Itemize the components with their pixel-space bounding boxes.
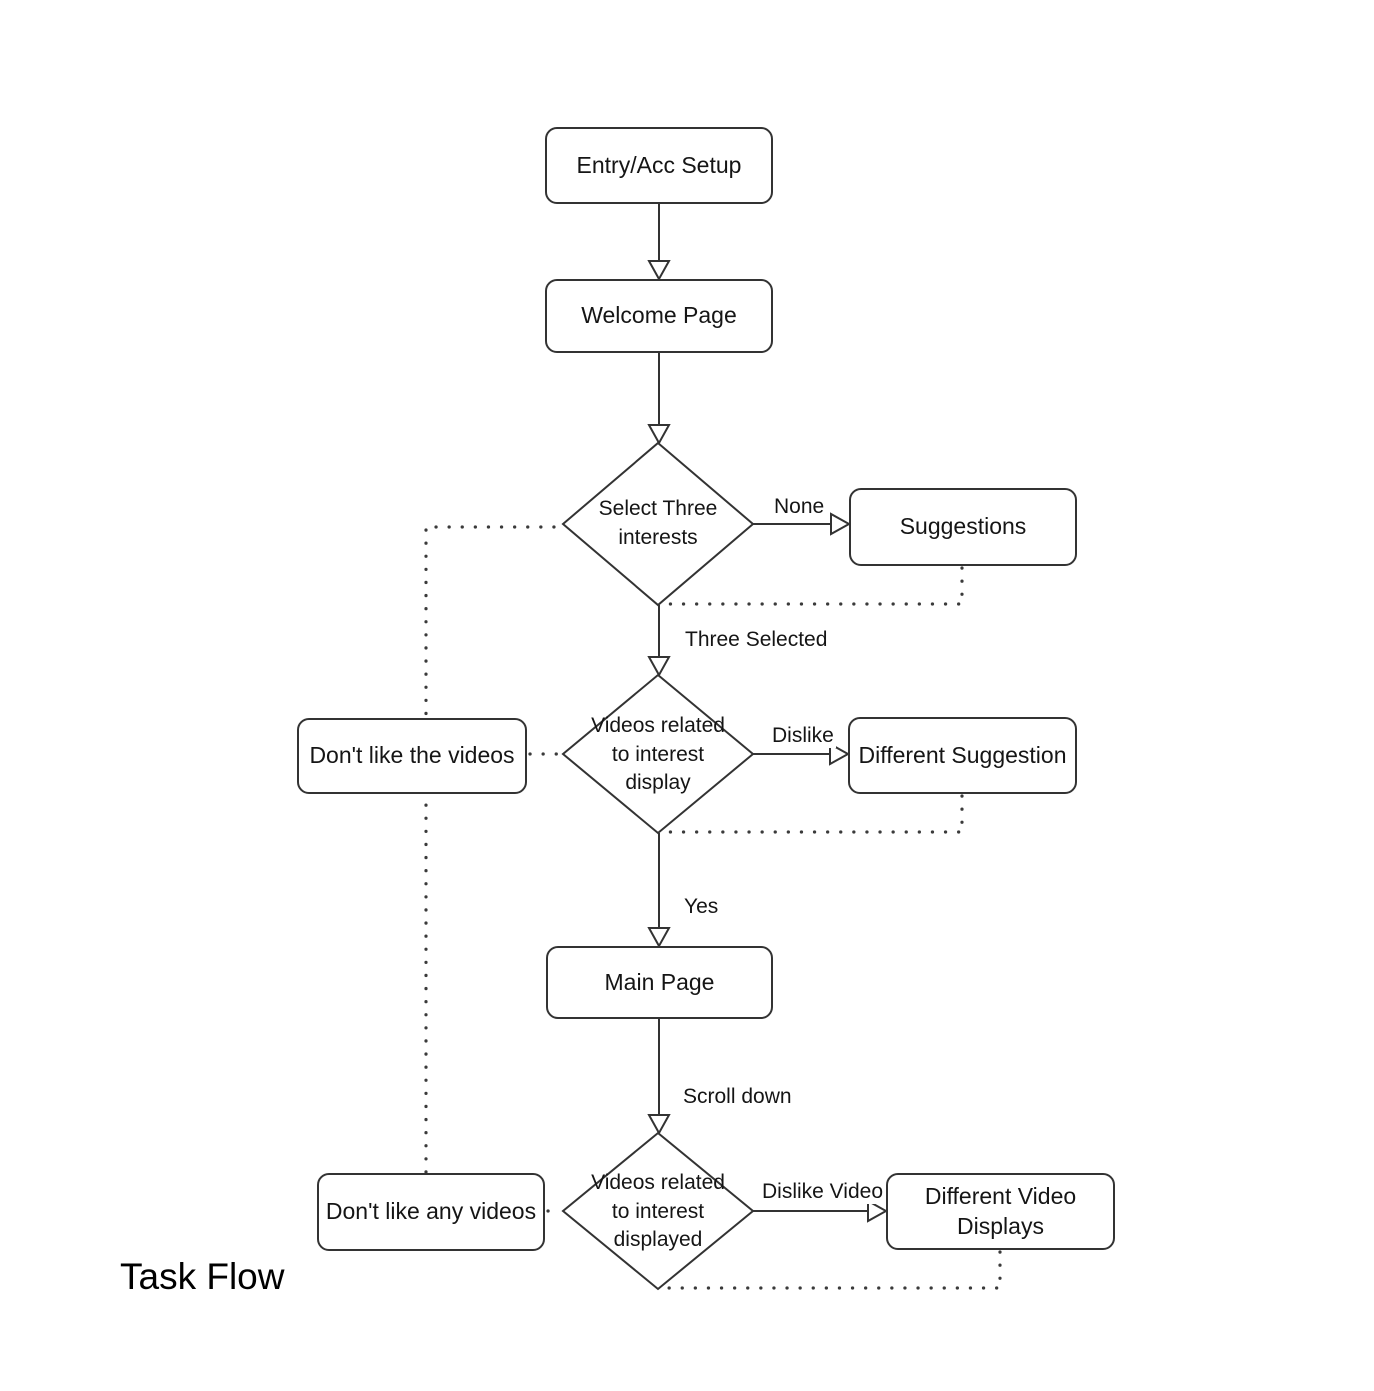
edge-label-yes: Yes (682, 895, 721, 919)
label-videos-related-displayed: Videos related to interest displayed (591, 1170, 725, 1252)
node-main-page: Main Page (546, 946, 773, 1019)
edge-welcome-to-select-interests (647, 353, 671, 446)
edge-label-dislike: Dislike (770, 724, 836, 748)
node-different-suggestion: Different Suggestion (848, 717, 1077, 794)
node-welcome-page: Welcome Page (545, 279, 773, 353)
edge-label-three-selected: Three Selected (683, 628, 830, 652)
edge-label-dislike-video: Dislike Video (760, 1180, 886, 1204)
decision-videos-related-displayed (561, 1131, 755, 1291)
label-videos-related-display: Videos related to interest display (591, 713, 725, 795)
edge-select-interests-to-videos-display (647, 605, 671, 678)
edge-main-page-to-videos-displayed (647, 1019, 671, 1136)
edge-videos-display-to-main-page (647, 833, 671, 949)
dotted-edge-dont-like-any-to-select-interests (424, 525, 560, 1174)
node-suggestions: Suggestions (849, 488, 1077, 566)
edge-select-interests-to-suggestions (753, 512, 852, 536)
dotted-edge-different-suggestion-to-videos-display (664, 794, 964, 834)
dotted-edge-suggestions-to-select-interests (664, 566, 964, 606)
edge-entry-to-welcome (647, 204, 671, 282)
node-different-video-displays: Different Video Displays (886, 1173, 1115, 1250)
edge-label-scroll-down: Scroll down (681, 1085, 794, 1109)
node-entry-acc-setup: Entry/Acc Setup (545, 127, 773, 204)
edge-label-none: None (772, 495, 827, 519)
label-select-three-interests: Select Three interests (598, 497, 718, 549)
edge-videos-display-to-different-suggestion (753, 742, 851, 766)
diagram-title: Task Flow (120, 1256, 285, 1297)
edge-videos-displayed-to-different-video (753, 1199, 889, 1223)
dotted-edge-different-video-to-videos-displayed (664, 1250, 1002, 1290)
node-dont-like-the-videos: Don't like the videos (297, 718, 527, 794)
node-dont-like-any-videos: Don't like any videos (317, 1173, 545, 1251)
